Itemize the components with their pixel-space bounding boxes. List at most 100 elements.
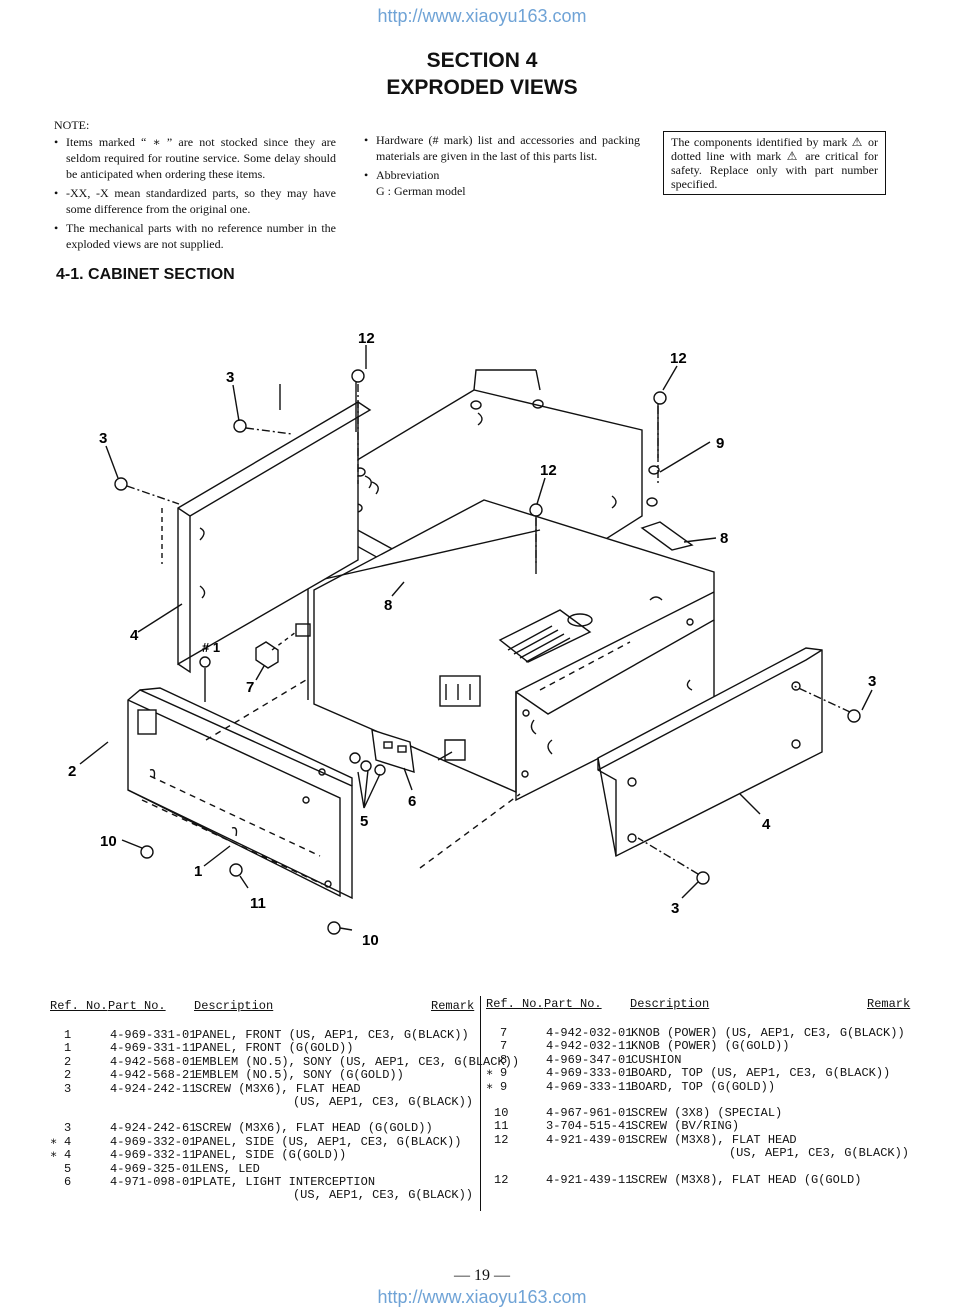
callout-3: 3 bbox=[671, 900, 679, 917]
row-part-number: 4-969-325-01 bbox=[110, 1161, 197, 1176]
row-description: EMBLEM (NO.5), SONY (US, AEP1, CE3, G(BL… bbox=[195, 1054, 520, 1069]
row-part-number: 3-704-515-41 bbox=[546, 1119, 633, 1134]
note-column-2: Hardware (# mark) list and accessories a… bbox=[364, 132, 640, 199]
row-part-number: 4-942-032-01 bbox=[546, 1026, 633, 1040]
row-description: PANEL, SIDE (US, AEP1, CE3, G(BLACK)) bbox=[195, 1134, 462, 1149]
callout-12: 12 bbox=[358, 330, 375, 347]
callout-4: 4 bbox=[130, 627, 139, 644]
safety-note-box: The components identified by mark ⚠ or d… bbox=[663, 131, 886, 195]
row-description: PLATE, LIGHT INTERCEPTION bbox=[195, 1175, 376, 1189]
row-part-number: 4-921-439-01 bbox=[546, 1132, 633, 1147]
callout-3: 3 bbox=[868, 673, 876, 690]
front-panel bbox=[127, 689, 353, 900]
callout-8: 8 bbox=[384, 597, 392, 614]
row-ref: 2 bbox=[64, 1054, 72, 1069]
row-ref: 6 bbox=[64, 1175, 72, 1189]
row-description-cont: (US, AEP1, CE3, G(BLACK)) bbox=[728, 1146, 909, 1161]
note-item: Abbreviation bbox=[364, 167, 640, 183]
row-ref: 5 bbox=[64, 1161, 72, 1176]
subsection-title: 4-1. CABINET SECTION bbox=[56, 266, 235, 283]
row-description: PANEL, FRONT (G(GOLD)) bbox=[195, 1041, 354, 1056]
callout-11: 11 bbox=[250, 895, 266, 912]
row-description: SCREW (M3X8), FLAT HEAD bbox=[631, 1132, 797, 1147]
row-description: LENS, LED bbox=[195, 1161, 260, 1176]
row-ref: 9 bbox=[500, 1079, 508, 1094]
callout-5: 5 bbox=[360, 813, 368, 830]
callout-hash-1: # 1 bbox=[202, 640, 220, 655]
row-ref: 12 bbox=[494, 1172, 509, 1187]
table-header-right: Ref. No. Part No. Description Remark bbox=[0, 997, 964, 1013]
row-description-cont: (US, AEP1, CE3, G(BLACK)) bbox=[292, 1188, 473, 1203]
row-description: SCREW (M3X6), FLAT HEAD (G(GOLD)) bbox=[195, 1121, 433, 1136]
note-item: -XX, -X mean standardized parts, so they… bbox=[54, 185, 336, 217]
note-column-1: NOTE: Items marked “ ∗ ” are not stocked… bbox=[54, 117, 336, 255]
callout-12: 12 bbox=[670, 350, 687, 367]
table-divider bbox=[480, 996, 481, 1211]
callout-2: 2 bbox=[68, 763, 76, 780]
section-number: SECTION 4 bbox=[426, 49, 538, 72]
callout-3: 3 bbox=[99, 430, 107, 447]
callout-9: 9 bbox=[716, 435, 724, 452]
header-ref: Ref. No. bbox=[486, 997, 544, 1011]
row-part-number: 4-967-961-01 bbox=[546, 1106, 633, 1120]
row-ref: 12 bbox=[494, 1132, 509, 1147]
table-row-continuation: (US, AEP1, CE3, G(BLACK)) bbox=[0, 1095, 964, 1109]
table-row-continuation: (US, AEP1, CE3, G(BLACK)) bbox=[0, 1146, 964, 1160]
row-ref: 3 bbox=[64, 1081, 72, 1096]
row-ref: 11 bbox=[494, 1119, 509, 1134]
left-side-panel bbox=[177, 400, 359, 666]
row-ref: 9 bbox=[500, 1066, 508, 1081]
row-mark: ∗ bbox=[486, 1066, 494, 1081]
header-remark: Remark bbox=[431, 999, 475, 1013]
row-part-number: 4-969-331-01 bbox=[110, 1028, 197, 1042]
row-ref: 1 bbox=[64, 1028, 72, 1042]
row-part-number: 4-971-098-01 bbox=[110, 1175, 197, 1189]
row-ref: 2 bbox=[64, 1068, 72, 1083]
callout-4: 4 bbox=[762, 816, 771, 833]
row-part-number: 4-924-242-11 bbox=[110, 1081, 197, 1096]
row-ref: 8 bbox=[500, 1052, 508, 1067]
row-part-number: 4-969-331-11 bbox=[110, 1041, 197, 1056]
row-ref: 4 bbox=[64, 1134, 72, 1149]
row-description: SCREW (BV/RING) bbox=[631, 1119, 740, 1134]
row-part-number: 4-942-032-11 bbox=[546, 1039, 633, 1054]
row-description: CUSHION bbox=[631, 1052, 682, 1067]
row-description: BOARD, TOP (US, AEP1, CE3, G(BLACK)) bbox=[631, 1066, 891, 1081]
callout-10: 10 bbox=[100, 833, 117, 850]
row-description: SCREW (3X8) (SPECIAL) bbox=[631, 1106, 783, 1120]
row-ref: 3 bbox=[64, 1121, 72, 1136]
row-ref: 4 bbox=[64, 1148, 72, 1163]
row-part-number: 4-969-333-11 bbox=[546, 1079, 633, 1094]
page-number: — 19 — bbox=[454, 1267, 510, 1284]
callout-3: 3 bbox=[226, 369, 234, 386]
callout-12: 12 bbox=[540, 462, 557, 479]
row-part-number: 4-924-242-61 bbox=[110, 1121, 197, 1136]
row-part-number: 4-942-568-01 bbox=[110, 1054, 197, 1069]
row-description: KNOB (POWER) (US, AEP1, CE3, G(BLACK)) bbox=[631, 1026, 905, 1040]
callout-8: 8 bbox=[720, 530, 728, 547]
table-row-continuation: (US, AEP1, CE3, G(BLACK)) bbox=[0, 1188, 964, 1202]
row-description: SCREW (M3X6), FLAT HEAD bbox=[195, 1081, 361, 1096]
section-title: EXPRODED VIEWS bbox=[386, 76, 578, 99]
header-description: Description bbox=[194, 999, 274, 1013]
row-ref: 10 bbox=[494, 1106, 509, 1120]
header-part: Part No. bbox=[108, 999, 166, 1013]
callout-1: 1 bbox=[194, 863, 202, 880]
row-mark: ∗ bbox=[486, 1079, 494, 1094]
row-description: KNOB (POWER) (G(GOLD)) bbox=[631, 1039, 790, 1054]
abbreviation-text: G : German model bbox=[376, 184, 466, 198]
